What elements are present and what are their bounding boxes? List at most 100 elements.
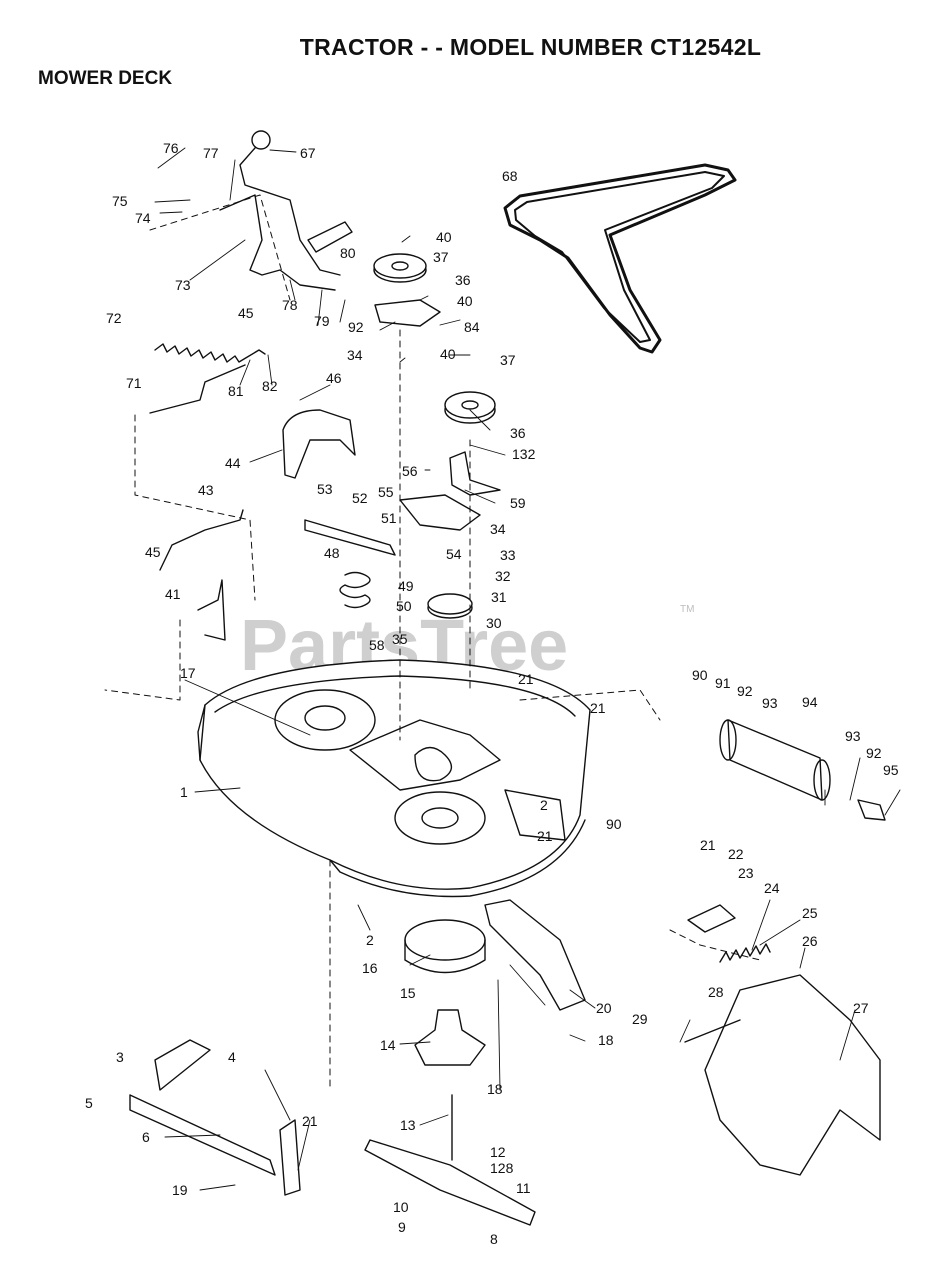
callout-2-b: 2 xyxy=(366,932,374,948)
idler-pulley-part-36-lower xyxy=(444,391,496,424)
callout-34-a: 34 xyxy=(347,347,363,363)
callout-56: 56 xyxy=(402,463,418,479)
lift-handle-part-67 xyxy=(219,130,341,291)
callout-28: 28 xyxy=(708,984,724,1000)
callout-leader-lines xyxy=(154,147,901,1191)
callout-21-e: 21 xyxy=(302,1113,318,1129)
callout-48: 48 xyxy=(324,545,340,561)
bracket-part-59 xyxy=(449,451,501,496)
baffle-part-16 xyxy=(404,919,486,974)
callout-72: 72 xyxy=(106,310,122,326)
callout-49: 49 xyxy=(398,578,414,594)
callout-51: 51 xyxy=(381,510,397,526)
spring-part-58 xyxy=(339,571,371,609)
page-title: TRACTOR - - MODEL NUMBER CT12542L xyxy=(299,34,762,60)
hanger-bracket-part-41 xyxy=(197,579,226,641)
callout-30: 30 xyxy=(486,615,502,631)
callout-74: 74 xyxy=(135,210,151,226)
bracket-part-3 xyxy=(154,1039,211,1091)
callout-75: 75 xyxy=(112,193,128,209)
lift-bar-part-6 xyxy=(129,1094,276,1176)
spring-part-25 xyxy=(719,943,771,963)
callout-21-a: 21 xyxy=(518,671,534,687)
callout-8: 8 xyxy=(490,1231,498,1247)
callout-40-b: 40 xyxy=(457,293,473,309)
bracket-part-4 xyxy=(279,1119,301,1196)
callout-93-a: 93 xyxy=(762,695,778,711)
callout-59: 59 xyxy=(510,495,526,511)
callout-40-a: 40 xyxy=(436,229,452,245)
callout-29: 29 xyxy=(632,1011,648,1027)
callout-95: 95 xyxy=(883,762,899,778)
callout-12: 12 xyxy=(490,1144,506,1160)
callout-44: 44 xyxy=(225,455,241,471)
callout-41: 41 xyxy=(165,586,181,602)
belt-guard-part-44 xyxy=(282,409,356,479)
idler-bracket-part-84 xyxy=(374,299,441,327)
callout-13: 13 xyxy=(400,1117,416,1133)
callout-33: 33 xyxy=(500,547,516,563)
callout-32: 32 xyxy=(495,568,511,584)
callout-82: 82 xyxy=(262,378,278,394)
callout-37-a: 37 xyxy=(433,249,449,265)
callout-68: 68 xyxy=(502,168,518,184)
callout-78: 78 xyxy=(282,297,298,313)
lift-rod-part-71 xyxy=(149,364,246,414)
callout-10: 10 xyxy=(393,1199,409,1215)
callout-18-b: 18 xyxy=(487,1081,503,1097)
callout-52: 52 xyxy=(352,490,368,506)
spindle-housing-part-14 xyxy=(414,1009,486,1066)
callout-24: 24 xyxy=(764,880,780,896)
callout-46: 46 xyxy=(326,370,342,386)
callout-53: 53 xyxy=(317,481,333,497)
callout-23: 23 xyxy=(738,865,754,881)
callout-11: 11 xyxy=(516,1180,531,1196)
idler-arm-part-55 xyxy=(399,494,481,531)
callout-21-d: 21 xyxy=(700,837,716,853)
callout-3: 3 xyxy=(116,1049,124,1065)
callout-1: 1 xyxy=(180,784,188,800)
callout-90-a: 90 xyxy=(692,667,708,683)
roller-bracket-part-95 xyxy=(857,799,886,821)
callout-77: 77 xyxy=(203,145,219,161)
callout-31: 31 xyxy=(491,589,507,605)
callout-20: 20 xyxy=(596,1000,612,1016)
mower-belt-part-68 xyxy=(503,163,737,354)
idler-arm-part-53 xyxy=(304,519,396,556)
idler-pulley-part-36-upper xyxy=(373,253,427,283)
spindle-pulley-part-32 xyxy=(427,593,473,619)
callout-67: 67 xyxy=(300,145,316,161)
anti-scalp-roller-part-94 xyxy=(719,719,831,801)
spring-part-72 xyxy=(154,343,266,363)
callout-132: 132 xyxy=(512,446,536,462)
callout-2-a: 2 xyxy=(540,797,548,813)
callout-15: 15 xyxy=(400,985,416,1001)
callout-9: 9 xyxy=(398,1219,406,1235)
callout-91: 91 xyxy=(715,675,731,691)
callout-73: 73 xyxy=(175,277,191,293)
callout-36-a: 36 xyxy=(455,272,471,288)
bracket-part-23 xyxy=(687,904,736,933)
watermark-tm: TM xyxy=(680,604,694,615)
callout-81: 81 xyxy=(228,383,244,399)
callout-128: 128 xyxy=(490,1160,514,1176)
callout-92-c: 92 xyxy=(866,745,882,761)
callout-79: 79 xyxy=(314,313,330,329)
callout-55: 55 xyxy=(378,484,394,500)
callout-92-a: 92 xyxy=(348,319,364,335)
callout-35: 35 xyxy=(392,631,408,647)
discharge-chute-part-27 xyxy=(704,974,881,1176)
section-subtitle: MOWER DECK xyxy=(38,68,173,89)
callout-22: 22 xyxy=(728,846,744,862)
callout-36-b: 36 xyxy=(510,425,526,441)
rod-part-29 xyxy=(684,1019,741,1043)
callout-4: 4 xyxy=(228,1049,236,1065)
callout-17: 17 xyxy=(180,665,196,681)
callout-92-b: 92 xyxy=(737,683,753,699)
callout-45-b: 45 xyxy=(145,544,161,560)
callout-5: 5 xyxy=(85,1095,93,1111)
callout-80: 80 xyxy=(340,245,356,261)
mower-deck-housing-part-1 xyxy=(197,659,591,898)
callout-84: 84 xyxy=(464,319,480,335)
